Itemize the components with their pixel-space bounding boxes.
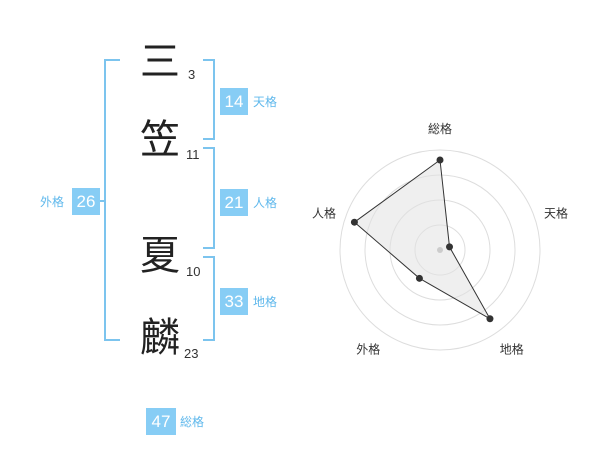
chikaku-value: 33: [220, 288, 248, 315]
name-char-1: 三: [140, 39, 180, 85]
tenkaku-bracket: [203, 59, 215, 140]
jinkaku-label: 人格: [253, 196, 278, 210]
name-char-4: 麟: [140, 315, 180, 361]
radar-area: [353, 159, 492, 321]
chikaku-label: 地格: [253, 295, 278, 309]
soukaku-value: 47: [146, 408, 176, 435]
chikaku-bracket: [203, 256, 215, 341]
tenkaku-label: 天格: [253, 95, 278, 109]
stroke-count-3: 10: [186, 264, 201, 279]
radar-center: [437, 247, 443, 253]
stroke-count-1: 3: [188, 67, 196, 82]
name-char-3: 夏: [140, 233, 180, 279]
jinkaku-value: 21: [220, 189, 248, 216]
name-char-2: 笠: [140, 117, 180, 163]
soukaku-label: 総格: [180, 415, 205, 429]
radar-point-4: [415, 274, 423, 282]
gaikaku-label: 外格: [40, 195, 65, 209]
radar-axis-label: 総格: [428, 121, 452, 136]
radar-axis-label: 地格: [500, 342, 524, 357]
jinkaku-bracket: [203, 147, 215, 249]
radar-axis-label: 天格: [544, 205, 568, 220]
gaikaku-value: 26: [72, 188, 100, 215]
radar-ring: [339, 149, 541, 351]
radar-point-5: [350, 218, 358, 226]
radar-axis-label: 外格: [356, 342, 380, 357]
stroke-count-4: 23: [184, 346, 199, 361]
radar-point-2: [446, 243, 454, 251]
radar-axis-label: 人格: [312, 205, 336, 220]
radar-point-1: [436, 156, 444, 164]
stroke-count-2: 11: [186, 147, 200, 162]
radar-point-3: [486, 315, 494, 323]
tenkaku-value: 14: [220, 88, 248, 115]
